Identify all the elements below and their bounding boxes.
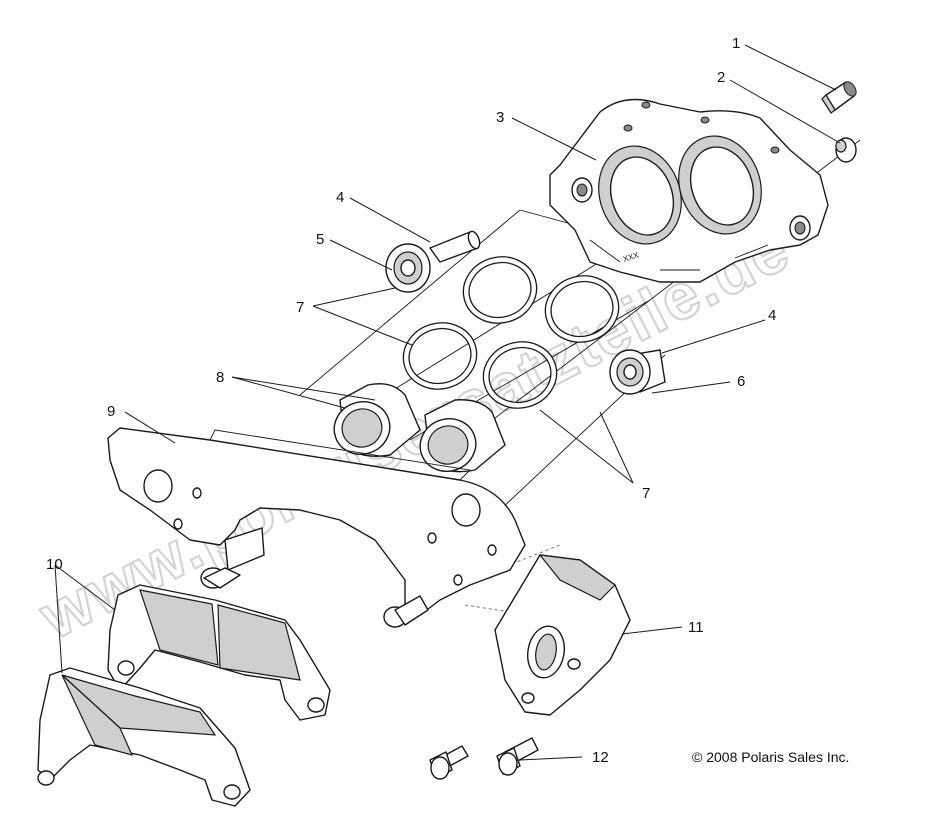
callout-2: 2 <box>717 69 725 86</box>
bleeder-cap <box>835 137 857 163</box>
callout-1: 1 <box>732 35 740 52</box>
caliper-body: XXX <box>549 98 829 283</box>
brake-pads <box>37 584 331 807</box>
piston-seal-rings <box>402 256 620 409</box>
slide-pin-boot-left <box>385 230 481 293</box>
leader-lines <box>54 44 841 761</box>
copyright-notice: © 2008 Polaris Sales Inc. <box>692 749 849 765</box>
callout-6: 6 <box>737 373 745 390</box>
bleeder-screw <box>821 81 857 114</box>
callout-3: 3 <box>496 109 504 126</box>
callout-5: 5 <box>316 231 324 248</box>
callout-7-top: 7 <box>296 299 304 316</box>
caliper-bracket <box>107 427 526 628</box>
callout-7-bottom: 7 <box>642 485 650 502</box>
mounting-bolts <box>429 737 539 780</box>
callout-12: 12 <box>592 749 609 766</box>
callout-8: 8 <box>216 369 224 386</box>
pad-retainer <box>494 554 631 716</box>
callout-11: 11 <box>688 619 704 636</box>
callout-9: 9 <box>107 403 115 420</box>
callout-4-left: 4 <box>336 189 344 206</box>
callout-10: 10 <box>46 556 63 573</box>
caliper-pistons <box>333 383 506 473</box>
callout-labels: 1 2 3 4 5 7 4 8 6 9 7 10 11 12 <box>46 35 776 766</box>
slide-pin-boot-right <box>609 349 666 395</box>
callout-4-right: 4 <box>768 307 776 324</box>
